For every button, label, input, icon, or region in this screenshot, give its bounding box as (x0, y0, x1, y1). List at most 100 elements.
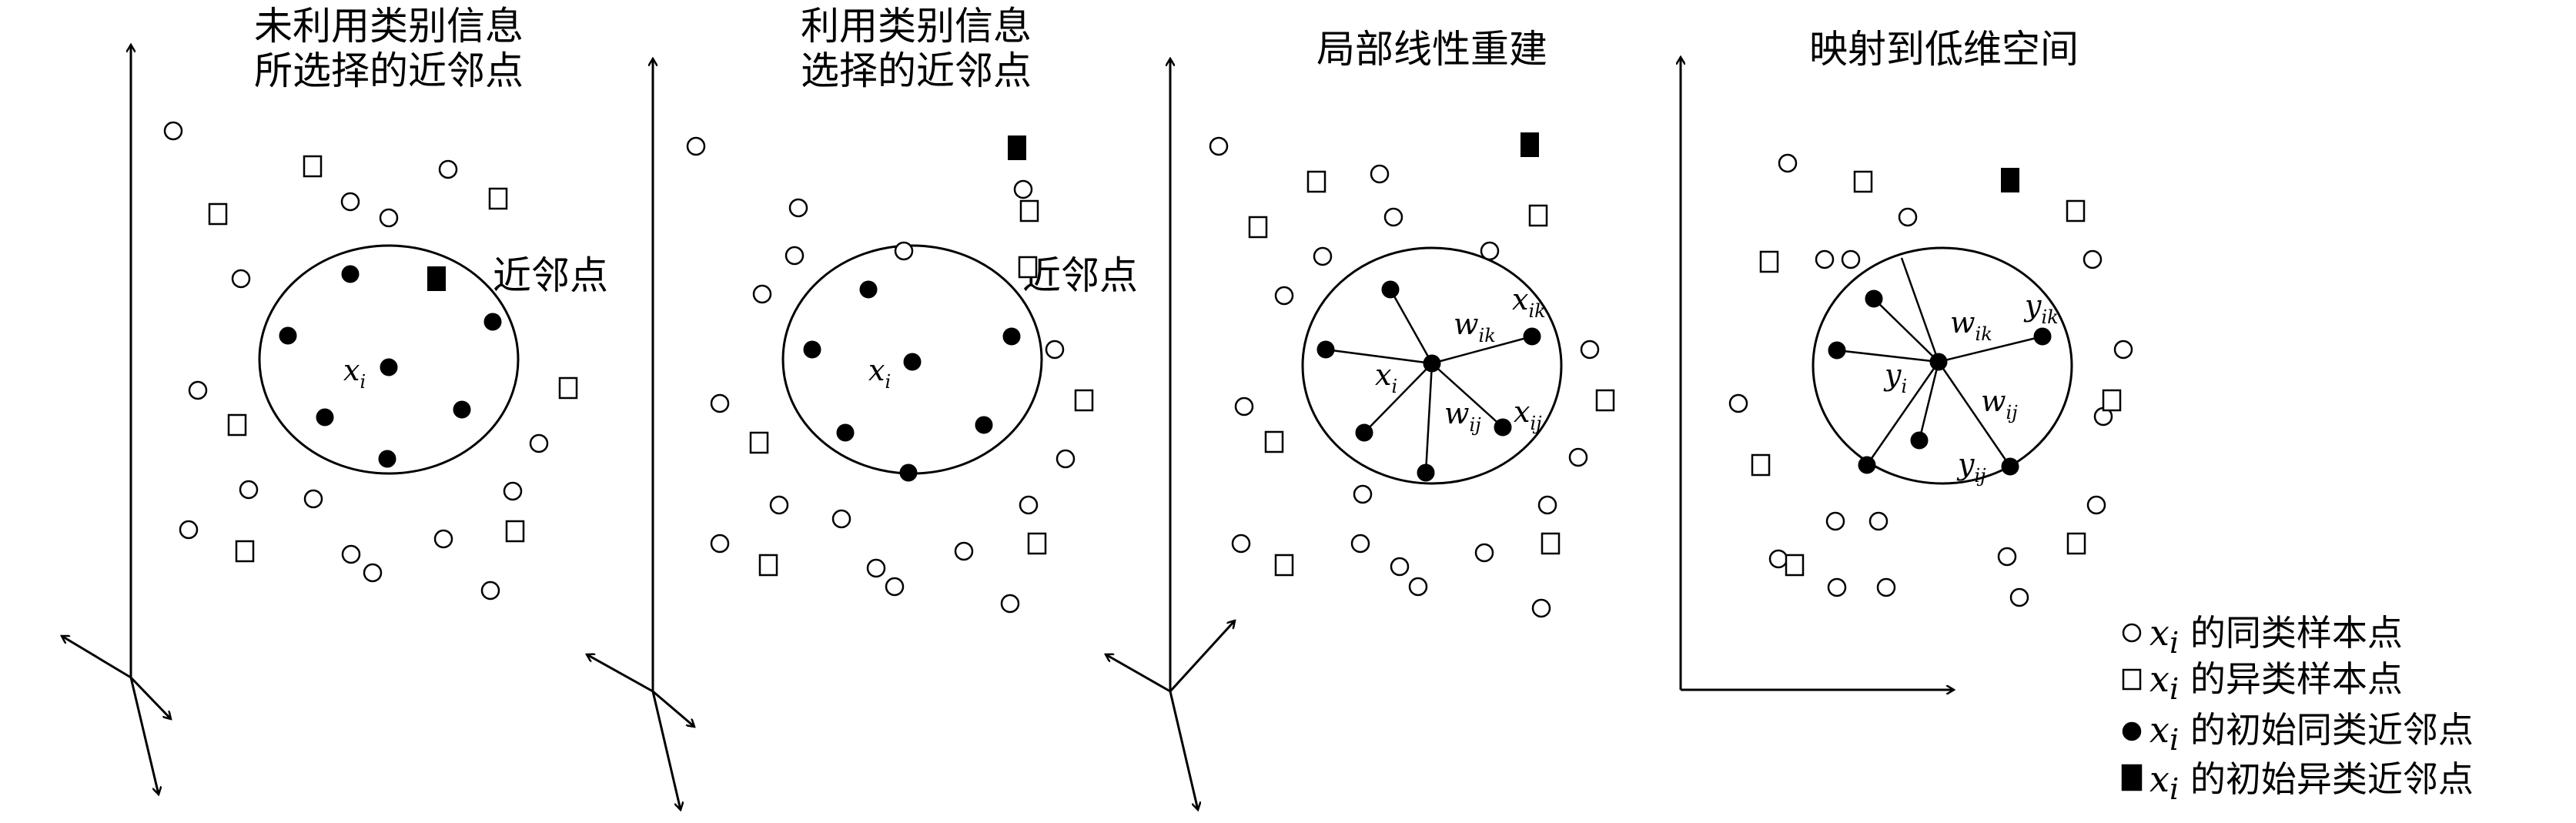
legend-item-initial-different-neighbor: xi 的初始异类近邻点 (2149, 758, 2474, 808)
different-class-point (1595, 389, 1615, 412)
different-class-point (303, 155, 323, 178)
same-class-point (686, 136, 706, 156)
panel3-title: 局部线性重建 (1316, 27, 1547, 72)
same-class-point (438, 159, 458, 179)
panel1-axes (62, 45, 171, 795)
same-class-point (885, 577, 905, 597)
same-class-point (1231, 534, 1251, 554)
label-xik-panel3: xik (1512, 283, 1546, 322)
same-class-point (1841, 249, 1861, 269)
different-class-point (1853, 170, 1873, 193)
initial-same-class-neighbors (279, 265, 2052, 482)
panel1-title-line1: 未利用类别信息 (254, 4, 524, 49)
neighbor-label-panel1: 近邻点 (493, 253, 608, 298)
initial-same-class-neighbor-point (2033, 327, 2052, 346)
same-class-point (1815, 249, 1835, 269)
initial-same-class-neighbor-point (903, 353, 922, 371)
initial-same-class-neighbor-point (378, 450, 396, 468)
panel2-title-line1: 利用类别信息 (801, 4, 1032, 49)
same-class-point (1474, 543, 1494, 563)
initial-different-class-neighbors (427, 132, 2019, 291)
initial-same-class-neighbor-point (1355, 423, 1373, 442)
legend-filled-square-icon (2121, 764, 2143, 791)
initial-different-class-neighbor-point (1008, 135, 1026, 160)
different-class-sample-points (208, 155, 2122, 577)
same-class-point (1055, 449, 1076, 469)
panel2-title-line2: 选择的近邻点 (801, 49, 1032, 93)
legend-open-circle-icon (2122, 623, 2142, 643)
same-class-point (1013, 179, 1033, 199)
same-class-point (163, 121, 183, 141)
same-class-point (1370, 164, 1390, 184)
initial-same-class-neighbor-point (1381, 280, 1400, 299)
same-class-point (710, 534, 730, 554)
same-class-point (239, 480, 259, 500)
same-class-point (710, 393, 730, 413)
same-class-point (1234, 396, 1254, 417)
same-class-point (1019, 495, 1039, 515)
same-class-point (1531, 598, 1551, 618)
same-class-point (785, 246, 805, 266)
initial-different-class-neighbor-point (427, 266, 446, 291)
same-class-point (1997, 547, 2017, 567)
neighborhood-circle-panel1 (258, 244, 520, 475)
initial-same-class-neighbor-point (1002, 327, 1021, 346)
initial-same-class-neighbor-point (1316, 340, 1335, 359)
label-wij-panel3: wij (1444, 396, 1481, 436)
different-class-point (208, 202, 228, 226)
same-class-point (1408, 577, 1428, 597)
different-class-point (758, 554, 778, 577)
same-class-point (831, 509, 851, 529)
same-class-point (231, 269, 251, 289)
same-class-point (1580, 340, 1600, 360)
initial-same-class-neighbor-point (975, 416, 993, 434)
initial-same-class-neighbor-point (453, 400, 471, 419)
different-class-point (1274, 554, 1294, 577)
different-class-point (1306, 170, 1326, 193)
different-class-point (1027, 532, 1047, 555)
different-class-point (2102, 389, 2122, 412)
same-class-point (1898, 207, 1918, 227)
panel4-title: 映射到低维空间 (1809, 27, 2079, 72)
same-class-point (1568, 447, 1588, 467)
initial-same-class-neighbor-point (1865, 289, 1883, 308)
different-class-point (1248, 216, 1268, 239)
label-wij-panel4: wij (1981, 384, 2018, 423)
initial-same-class-neighbor-point (1523, 327, 1541, 346)
initial-same-class-neighbor-point (859, 280, 878, 299)
initial-same-class-neighbor-point (2001, 457, 2019, 476)
initial-same-class-neighbor-point (1929, 353, 1948, 371)
same-class-point (866, 558, 886, 578)
panel1-title-line2: 所选择的近邻点 (254, 49, 524, 93)
initial-different-class-neighbor-point (1521, 132, 1539, 157)
same-class-point (752, 284, 772, 304)
different-class-point (1541, 532, 1561, 555)
label-wik-panel4: wik (1950, 306, 1992, 345)
initial-same-class-neighbor-point (316, 408, 334, 427)
same-class-point (1728, 393, 1748, 413)
same-class-point (1778, 153, 1798, 173)
initial-same-class-neighbor-point (1417, 463, 1435, 482)
same-class-point (1825, 511, 1845, 531)
different-class-point (749, 431, 769, 454)
same-class-point (1350, 534, 1370, 554)
different-class-point (235, 540, 255, 563)
same-class-point (1537, 495, 1557, 515)
initial-same-class-neighbor-point (1858, 456, 1876, 474)
initial-same-class-neighbor-point (279, 326, 297, 345)
same-class-point (363, 563, 383, 583)
same-class-point (1045, 340, 1065, 360)
neighborhood-circle-panel3 (1301, 246, 1563, 485)
mapping-edges-panel4 (1836, 257, 2043, 467)
legend-filled-circle-icon (2122, 721, 2142, 741)
same-class-point (1768, 549, 1788, 569)
same-class-point (2086, 495, 2106, 515)
initial-same-class-neighbor-point (803, 340, 821, 359)
same-class-point (1480, 241, 1500, 261)
label-xi-panel2: xi (868, 353, 891, 393)
same-class-point (340, 192, 360, 212)
different-class-point (2066, 199, 2086, 222)
same-class-point (788, 198, 808, 218)
different-class-point (227, 413, 247, 437)
